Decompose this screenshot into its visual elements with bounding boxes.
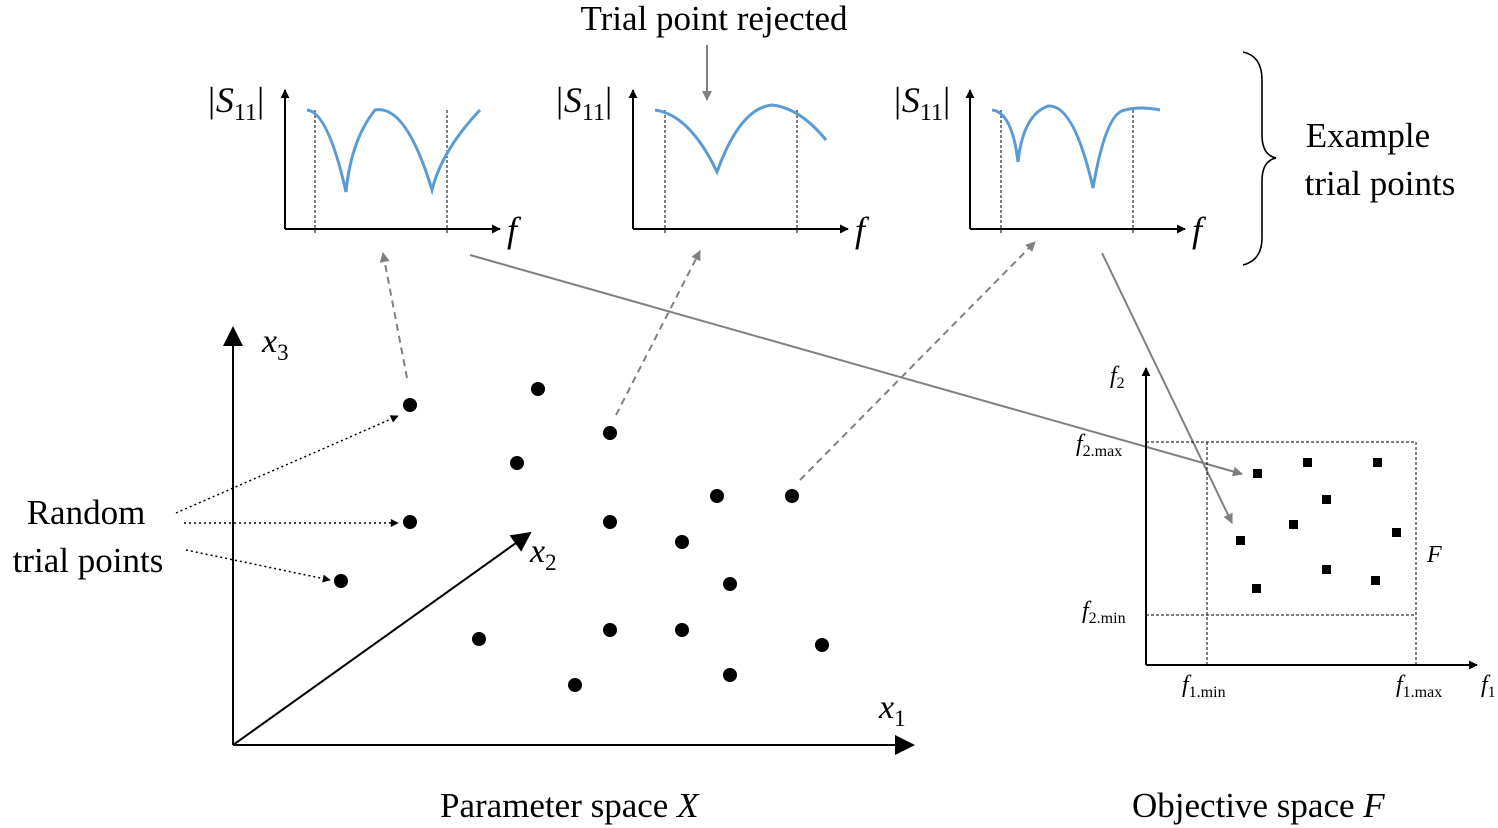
objective-space-caption: Objective space F bbox=[1132, 786, 1385, 825]
trial-point bbox=[710, 489, 724, 503]
trial-point bbox=[472, 632, 486, 646]
objective-point bbox=[1236, 536, 1245, 545]
trial-point bbox=[723, 577, 737, 591]
trial-point bbox=[815, 638, 829, 652]
mapping-arrow-3 bbox=[799, 241, 1036, 481]
trial-point bbox=[603, 623, 617, 637]
random-label-line1: Random bbox=[27, 493, 146, 532]
objective-point bbox=[1303, 458, 1312, 467]
mini-plot-1: |S11| f bbox=[206, 80, 522, 250]
objective-points bbox=[1236, 458, 1401, 593]
trial-point bbox=[603, 426, 617, 440]
x2-axis bbox=[232, 531, 532, 746]
objective-point bbox=[1373, 458, 1382, 467]
f1-min-label: f1.min bbox=[1182, 672, 1226, 701]
trial-point bbox=[568, 678, 582, 692]
mini-plot-2-curve bbox=[654, 103, 828, 176]
f2-axis-label: f2 bbox=[1110, 363, 1125, 392]
objective-arrow-1 bbox=[469, 254, 1243, 477]
example-label-line1: Example bbox=[1306, 116, 1430, 155]
trial-point bbox=[334, 574, 348, 588]
mini-plot-1-curve bbox=[306, 108, 482, 196]
mini-plot-1-ylabel: |S11| bbox=[206, 80, 264, 126]
mini-plot-2: |S11| f bbox=[554, 80, 870, 250]
random-label-line2: trial points bbox=[13, 541, 164, 580]
random-arrow-1 bbox=[175, 415, 399, 514]
objective-point bbox=[1392, 528, 1401, 537]
f2-max-label: f2.max bbox=[1076, 431, 1122, 460]
objective-point bbox=[1371, 576, 1380, 585]
mini-plot-3-curve bbox=[991, 104, 1161, 189]
parameter-space: x3 x1 x2 Parameter space X bbox=[223, 323, 915, 825]
trial-point bbox=[403, 398, 417, 412]
random-arrow-3 bbox=[185, 549, 331, 583]
parameter-space-caption: Parameter space X bbox=[440, 786, 700, 825]
mini-plot-2-xlabel: f bbox=[855, 210, 870, 250]
objective-region-label: F bbox=[1426, 542, 1442, 568]
rejected-label: Trial point rejected bbox=[581, 0, 848, 38]
objective-point bbox=[1253, 469, 1262, 478]
mini-plot-1-xlabel: f bbox=[507, 210, 522, 250]
objective-arrow-2 bbox=[1101, 252, 1233, 524]
mini-plot-3: |S11| f bbox=[892, 80, 1207, 250]
trial-point bbox=[603, 515, 617, 529]
example-label-line2: trial points bbox=[1305, 164, 1456, 203]
objective-point bbox=[1322, 565, 1331, 574]
objective-space: f2 f1 f2.max f2.min f1.min f1.max F Obje… bbox=[1076, 363, 1496, 825]
objective-point bbox=[1322, 495, 1331, 504]
trial-point bbox=[785, 489, 799, 503]
mapping-arrow-1 bbox=[379, 252, 408, 379]
trial-point bbox=[531, 382, 545, 396]
objective-point bbox=[1289, 520, 1298, 529]
mini-plot-3-xlabel: f bbox=[1192, 210, 1207, 250]
x1-axis-label: x1 bbox=[878, 689, 906, 731]
trial-point bbox=[403, 515, 417, 529]
mini-plot-2-ylabel: |S11| bbox=[554, 80, 612, 126]
objective-point bbox=[1252, 584, 1261, 593]
trial-point bbox=[675, 535, 689, 549]
mapping-arrow-2 bbox=[615, 250, 701, 416]
f1-axis-label: f1 bbox=[1481, 672, 1496, 701]
example-brace bbox=[1242, 51, 1277, 266]
x3-axis-label: x3 bbox=[261, 323, 289, 365]
trial-point bbox=[675, 623, 689, 637]
trial-point bbox=[510, 456, 524, 470]
trial-points bbox=[334, 382, 829, 692]
trial-point bbox=[723, 668, 737, 682]
x2-axis-label: x2 bbox=[529, 533, 557, 575]
f2-min-label: f2.min bbox=[1082, 598, 1126, 627]
mini-plot-3-ylabel: |S11| bbox=[892, 80, 950, 126]
f1-max-label: f1.max bbox=[1396, 672, 1442, 701]
